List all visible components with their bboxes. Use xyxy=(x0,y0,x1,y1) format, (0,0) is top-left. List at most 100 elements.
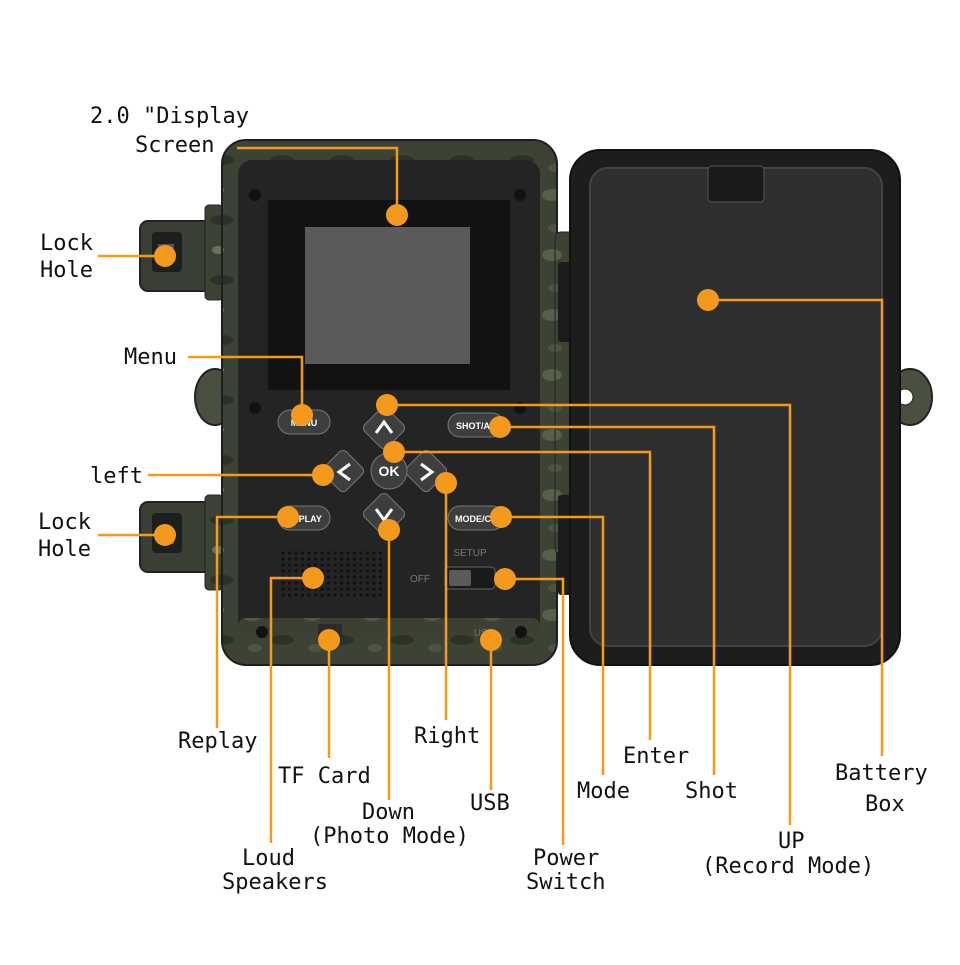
speaker-hole xyxy=(307,593,311,597)
speaker-hole xyxy=(352,563,357,567)
speaker-hole xyxy=(346,551,350,555)
speaker-hole xyxy=(333,581,337,585)
speaker-hole xyxy=(352,551,357,555)
speaker-hole xyxy=(378,593,383,597)
up-button[interactable] xyxy=(361,405,406,450)
callout-usb-dot xyxy=(480,629,502,651)
speaker-hole xyxy=(307,551,311,555)
speaker-hole xyxy=(281,569,285,573)
callout-menu-line xyxy=(188,355,304,415)
speaker-hole xyxy=(281,551,285,555)
speaker-hole xyxy=(313,563,318,567)
label-lock-hole-bottom-1: Lock xyxy=(38,510,91,535)
speaker-hole xyxy=(313,593,318,597)
svg-text:OFF: OFF xyxy=(410,574,430,585)
speaker-hole xyxy=(378,575,383,579)
callout-lock-bottom-dot xyxy=(154,524,176,546)
label-lock-hole-top-1: Lock xyxy=(40,231,93,256)
callout-down-dot xyxy=(378,519,400,541)
callout-enter-dot xyxy=(383,441,405,463)
svg-text:SETUP: SETUP xyxy=(453,548,487,559)
label-display-screen-1: 2.0 "Display xyxy=(90,104,249,129)
up-arrow-icon xyxy=(374,419,394,434)
speaker-hole xyxy=(287,581,292,585)
label-lock-hole-bottom-2: Hole xyxy=(38,537,91,562)
callout-power-switch-dot xyxy=(494,568,516,590)
speaker-hole xyxy=(287,569,292,573)
callout-replay-dot xyxy=(277,506,299,528)
speaker-hole xyxy=(359,551,363,555)
label-left: left xyxy=(90,464,143,489)
speaker-hole xyxy=(346,581,350,585)
speaker-hole xyxy=(365,563,370,567)
speaker-hole xyxy=(365,575,370,579)
callout-battery-box-line xyxy=(708,298,884,756)
speaker-hole xyxy=(339,569,344,573)
speaker-hole xyxy=(365,569,370,573)
callout-up-line xyxy=(387,403,792,825)
speaker-hole xyxy=(294,581,298,585)
speaker-hole xyxy=(378,563,383,567)
label-right: Right xyxy=(414,724,480,749)
speaker-hole xyxy=(372,569,376,573)
mode-button[interactable]: MODE/C xyxy=(447,505,505,531)
speaker-hole xyxy=(294,557,298,561)
speaker-grille xyxy=(281,551,383,597)
speaker-hole xyxy=(378,569,383,573)
speaker-hole xyxy=(352,581,357,585)
speaker-hole xyxy=(339,557,344,561)
power-switch[interactable]: SETUP OFF xyxy=(410,548,496,590)
svg-text:MODE/C: MODE/C xyxy=(455,514,492,524)
speaker-hole xyxy=(352,557,357,561)
callout-mode-dot xyxy=(490,506,512,528)
speaker-hole xyxy=(300,587,305,591)
speaker-hole xyxy=(300,563,305,567)
label-loud-speakers-1: Loud xyxy=(242,846,295,871)
lock-hole-bottom xyxy=(139,494,224,591)
speaker-hole xyxy=(320,587,324,591)
speaker-hole xyxy=(346,587,350,591)
callout-battery-box-dot xyxy=(697,289,719,311)
speaker-hole xyxy=(372,551,376,555)
speaker-hole xyxy=(333,587,337,591)
label-shot: Shot xyxy=(685,779,738,804)
left-button[interactable] xyxy=(320,448,365,493)
speaker-hole xyxy=(365,593,370,597)
right-arrow-icon xyxy=(420,462,435,482)
callout-dots xyxy=(154,204,719,651)
speaker-hole xyxy=(365,587,370,591)
speaker-hole xyxy=(333,593,337,597)
speaker-hole xyxy=(287,557,292,561)
speaker-hole xyxy=(307,557,311,561)
speaker-hole xyxy=(326,575,331,579)
speaker-hole xyxy=(320,551,324,555)
lock-hole-top xyxy=(139,204,224,301)
speaker-hole xyxy=(281,581,285,585)
speaker-hole xyxy=(339,587,344,591)
speaker-hole xyxy=(307,563,311,567)
callout-mode-line xyxy=(501,515,605,775)
speaker-hole xyxy=(378,557,383,561)
label-up-2: (Record Mode) xyxy=(702,854,874,879)
callout-display-dot xyxy=(386,204,408,226)
speaker-hole xyxy=(326,587,331,591)
speaker-hole xyxy=(326,557,331,561)
speaker-hole xyxy=(326,593,331,597)
speaker-hole xyxy=(372,593,376,597)
speaker-hole xyxy=(372,587,376,591)
speaker-hole xyxy=(294,551,298,555)
label-down-2: (Photo Mode) xyxy=(310,824,469,849)
speaker-hole xyxy=(378,587,383,591)
callout-enter-line xyxy=(394,450,652,740)
speaker-hole xyxy=(339,575,344,579)
speaker-hole xyxy=(339,563,344,567)
speaker-hole xyxy=(346,593,350,597)
svg-text:OK: OK xyxy=(379,463,400,479)
speaker-hole xyxy=(352,593,357,597)
label-up-1: UP xyxy=(778,829,805,854)
speaker-hole xyxy=(359,563,363,567)
label-tf-card: TF Card xyxy=(278,764,371,789)
speaker-hole xyxy=(320,557,324,561)
